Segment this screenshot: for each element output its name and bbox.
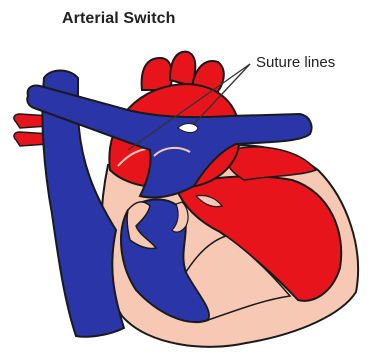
arch-branch-2 bbox=[170, 52, 195, 86]
arch-branch-1 bbox=[142, 58, 172, 90]
suture-lines-label: Suture lines bbox=[256, 54, 335, 71]
diagram-title: Arterial Switch bbox=[62, 10, 176, 28]
